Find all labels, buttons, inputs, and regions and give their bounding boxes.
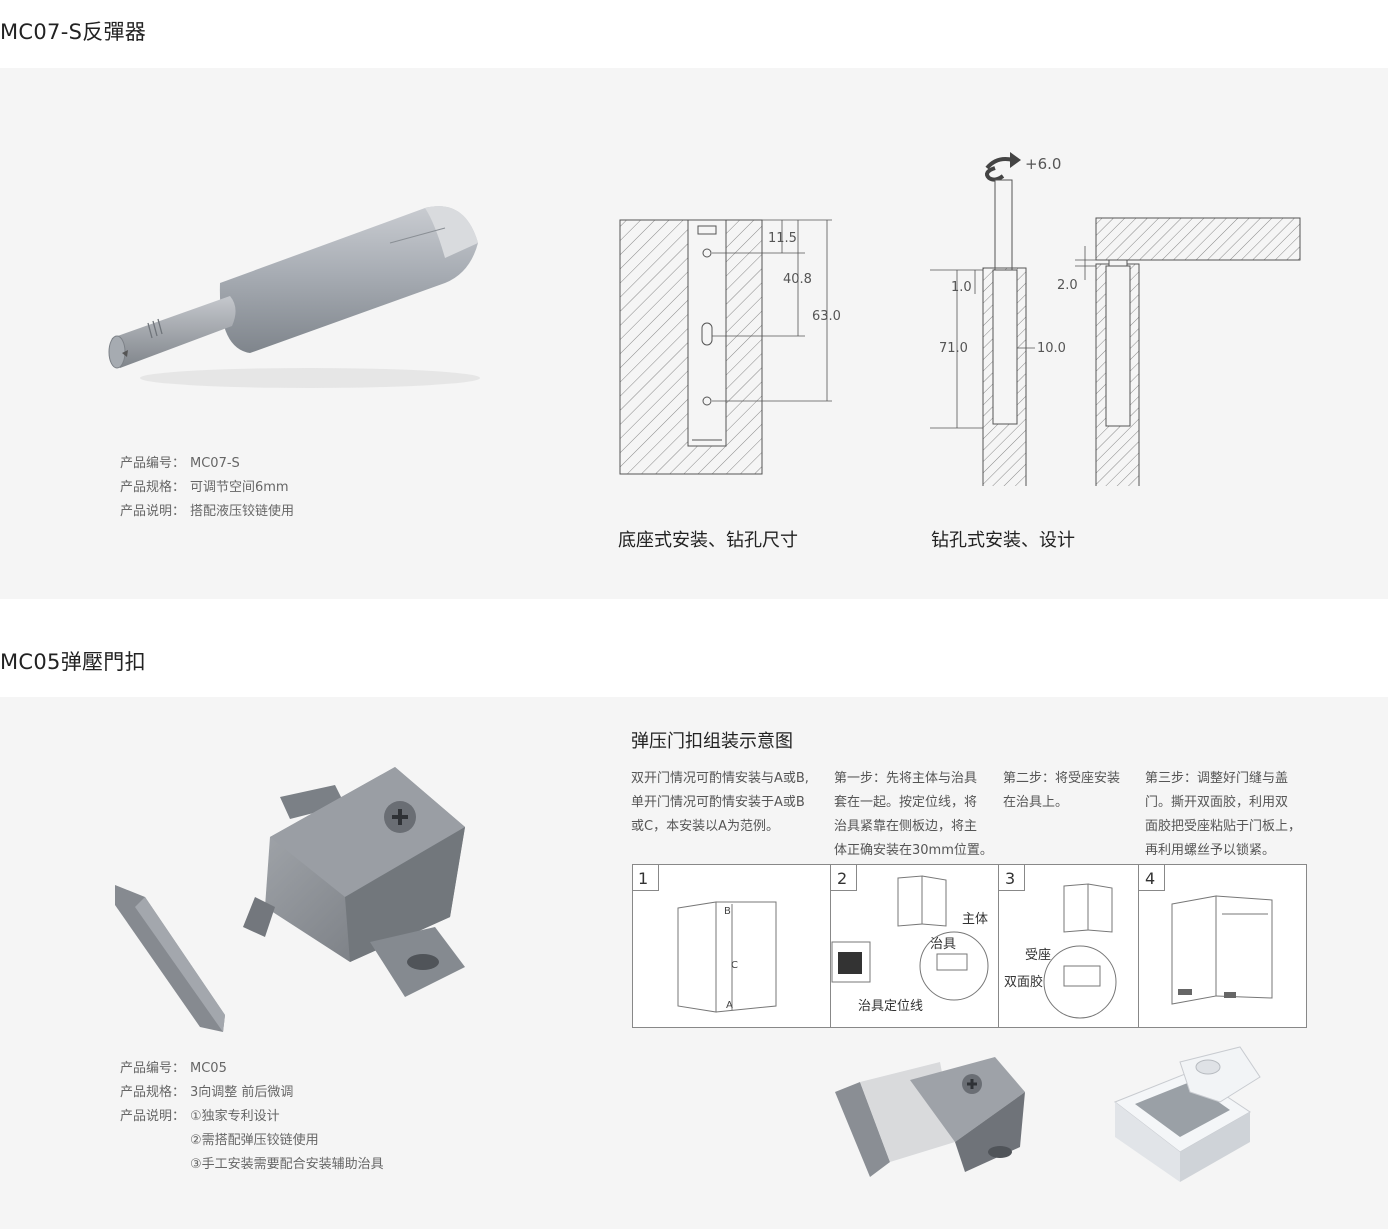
spec-row-desc-3: ③手工安装需要配合安装辅助治具 <box>190 1157 384 1172</box>
callout-c: C <box>731 960 738 971</box>
dim-63-0: 63.0 <box>812 309 841 324</box>
dim-plus-6: +6.0 <box>1025 155 1061 173</box>
callout-receiver: 受座 <box>1025 948 1051 963</box>
callout-b: B <box>724 906 731 917</box>
callout-jig: 治具 <box>930 937 956 952</box>
step-3-text: 第三步：调整好门缝与盖 门。撕开双面胶，利用双 面胶把受座粘贴于门板上， 再利用… <box>1145 771 1302 858</box>
mc07-spec-list: 产品编号：MC07-S 产品规格：可调节空间6mm 产品说明：搭配液压铰链使用 <box>120 452 294 524</box>
spec-row-code: 产品编号：MC05 <box>120 1061 227 1076</box>
assembly-diagram-title: 弹压门扣组装示意图 <box>631 731 793 752</box>
step-number-4: 4 <box>1145 869 1155 888</box>
section-title-mc05: MC05弹壓門扣 <box>0 650 146 674</box>
mc05-receiver-image <box>1113 1046 1261 1182</box>
callout-a: A <box>726 1000 733 1011</box>
caption-bore-mount: 钻孔式安装、设计 <box>931 530 1075 551</box>
bore-mount-drawing: +6.0 1.0 71.0 10.0 2.0 <box>930 152 1301 486</box>
step-2-text: 第二步：将受座安装 在治具上。 <box>1003 771 1121 810</box>
step-number-2: 2 <box>837 869 847 888</box>
mc05-spec-list: 产品编号：MC05 产品规格：3向调整 前后微调 产品说明：①独家专利设计 ②需… <box>120 1057 384 1177</box>
base-mount-drawing: 11.5 40.8 63.0 <box>619 219 841 475</box>
step-intro-text: 双开门情况可酌情安装与A或B, 单开门情况可酌情安装于A或B 或C，本安装以A为… <box>631 771 809 834</box>
spec-row-code: 产品编号：MC07-S <box>120 456 240 471</box>
callout-tape: 双面胶 <box>1004 974 1043 990</box>
step-number-3: 3 <box>1005 869 1015 888</box>
spec-row-desc: 产品说明：搭配液压铰链使用 <box>120 504 295 519</box>
assembly-steps-illustration: 1 2 3 4 B C A 主体 治具 治具定位线 受座 双面胶 <box>632 864 1307 1028</box>
dim-40-8: 40.8 <box>783 272 812 287</box>
spec-row-desc: 产品说明：①独家专利设计 <box>120 1109 280 1124</box>
dim-1-0: 1.0 <box>951 280 972 295</box>
mc05-assembled-image <box>835 1057 1025 1177</box>
product-panel-mc05: 产品编号：MC05 产品规格：3向调整 前后微调 产品说明：①独家专利设计 ②需… <box>0 697 1388 1229</box>
spec-row-desc-2: ②需搭配弹压铰链使用 <box>190 1133 319 1148</box>
dim-2-0: 2.0 <box>1057 278 1078 293</box>
spec-row-size: 产品规格：可调节空间6mm <box>120 480 289 495</box>
section-title-mc07: MC07-S反彈器 <box>0 20 147 44</box>
dim-71-0: 71.0 <box>939 341 968 356</box>
step-1-text: 第一步：先将主体与治具 套在一起。按定位线，将 治具紧靠在侧板边，将主 体正确安… <box>834 771 993 858</box>
callout-jig-line: 治具定位线 <box>858 999 923 1014</box>
spec-row-size: 产品规格：3向调整 前后微调 <box>120 1085 294 1100</box>
product-panel-mc07: 产品编号：MC07-S 产品规格：可调节空间6mm 产品说明：搭配液压铰链使用 … <box>0 68 1388 599</box>
step-number-1: 1 <box>638 869 648 888</box>
dim-11-5: 11.5 <box>768 231 797 246</box>
mc05-product-image <box>115 767 465 1032</box>
mc07-product-image <box>108 206 480 388</box>
callout-main: 主体 <box>962 912 988 927</box>
caption-base-mount: 底座式安装、钻孔尺寸 <box>618 530 798 551</box>
dim-10-0: 10.0 <box>1037 341 1066 356</box>
